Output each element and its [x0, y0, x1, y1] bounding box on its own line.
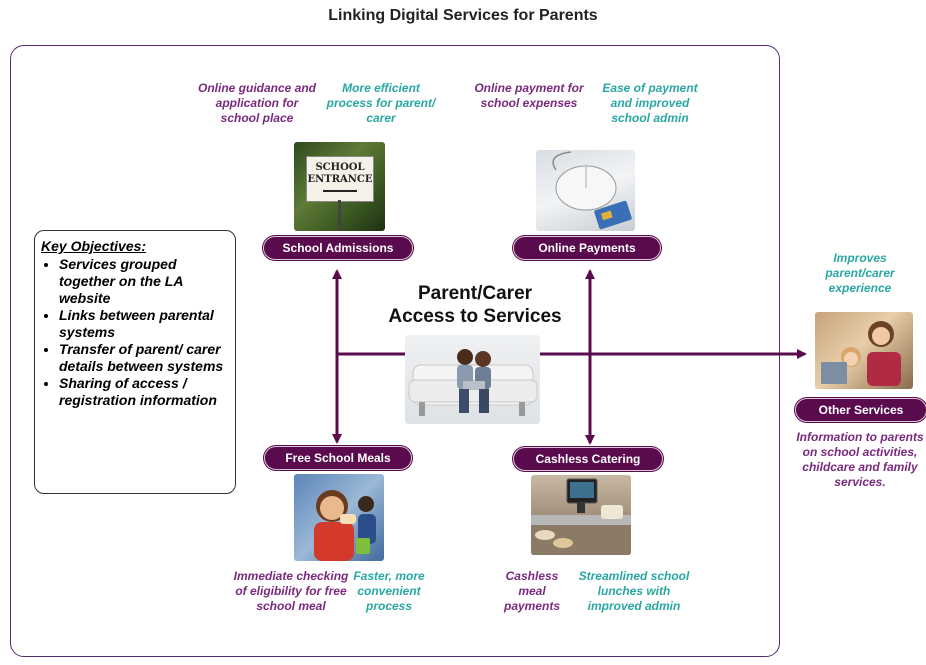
family-computer-photo: [815, 312, 913, 389]
center-title: Parent/Carer Access to Services: [365, 282, 585, 328]
online-payments-pill: Online Payments: [513, 236, 661, 260]
till-icon: [531, 478, 631, 555]
payments-note-teal: Ease of payment and improved school admi…: [602, 81, 698, 125]
school-entrance-photo: SCHOOL ENTRANCE: [294, 142, 385, 231]
school-meal-photo: [294, 474, 384, 561]
key-objectives-list: Services grouped together on the LA webs…: [41, 256, 229, 409]
key-objective-item: Transfer of parent/ carer details betwee…: [59, 341, 229, 375]
other-services-pill: Other Services: [795, 398, 926, 422]
meals-note-purple: Immediate checking of eligibility for fr…: [233, 569, 349, 613]
catering-till-photo: [531, 475, 631, 555]
key-objective-item: Sharing of access / registration informa…: [59, 375, 229, 409]
other-services-note-purple: Information to parents on school activit…: [796, 430, 924, 489]
school-sign: SCHOOL ENTRANCE: [306, 156, 374, 202]
key-objective-item: Links between parental systems: [59, 307, 229, 341]
sofa-icon: [408, 349, 538, 416]
admissions-note-purple: Online guidance and application for scho…: [197, 81, 316, 125]
child-eating-icon: [314, 490, 376, 561]
family-icon: [821, 321, 901, 386]
cashless-catering-pill: Cashless Catering: [513, 447, 663, 471]
payments-note-purple: Online payment for school expenses: [474, 81, 584, 110]
mouse-icon: [552, 151, 632, 230]
catering-note-teal: Streamlined school lunches with improved…: [578, 569, 690, 613]
key-objectives-box: Key Objectives: Services grouped togethe…: [34, 230, 236, 494]
center-title-line2: Access to Services: [388, 306, 562, 327]
free-school-meals-pill: Free School Meals: [264, 446, 412, 470]
diagram-title: Linking Digital Services for Parents: [328, 7, 598, 24]
school-sign-text: SCHOOL ENTRANCE: [307, 162, 373, 185]
school-admissions-pill: School Admissions: [263, 236, 413, 260]
key-objective-item: Services grouped together on the LA webs…: [59, 256, 229, 307]
key-objectives-heading: Key Objectives:: [41, 238, 147, 254]
other-services-note-teal: Improves parent/carer experience: [825, 251, 895, 295]
center-title-line1: Parent/Carer: [417, 283, 533, 304]
admissions-note-teal: More efficient process for parent/ carer: [326, 81, 436, 125]
catering-note-purple: Cashless meal payments: [503, 569, 561, 613]
mouse-card-photo: [536, 150, 635, 231]
parent-sofa-photo: [405, 335, 540, 424]
diagram-frame: [10, 45, 780, 657]
meals-note-teal: Faster, more convenient process: [353, 569, 425, 613]
